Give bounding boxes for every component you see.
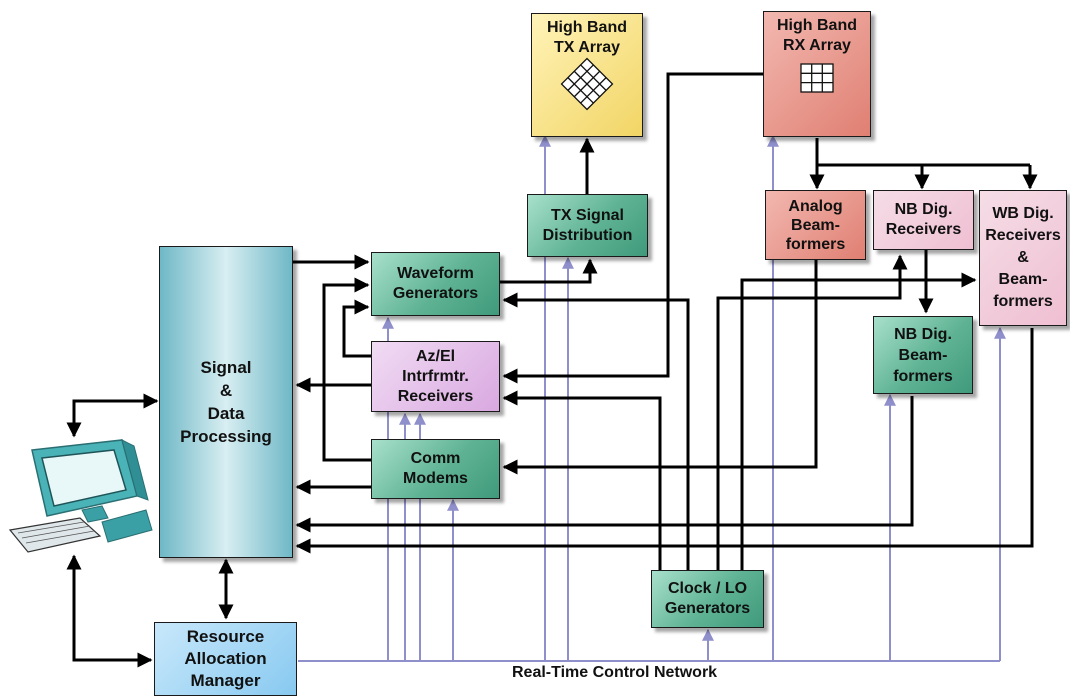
sdp-label-line4: Processing <box>180 427 272 446</box>
tx-dist-label-line1: TX Signal <box>551 206 624 224</box>
waveform-label-line1: Waveform <box>397 265 474 282</box>
nb-digital-receivers: NB Dig. Receivers <box>873 190 974 250</box>
tx-dist-label-line2: Distribution <box>542 226 633 244</box>
signal-lines <box>66 72 1038 668</box>
sdp-label-line2: & <box>219 381 233 400</box>
resource-allocation-manager: Resource Allocation Manager <box>154 622 297 696</box>
comm-modems: Comm Modems <box>371 439 500 499</box>
wb-label-line3: & <box>1017 249 1029 266</box>
real-time-control-network-label: Real-Time Control Network <box>512 664 718 681</box>
sdp-label-line1: Signal <box>200 358 252 377</box>
comm-label-line1: Comm <box>410 450 461 467</box>
analog-beamformers: Analog Beam- formers <box>765 190 866 260</box>
wb-label-line2: Receivers <box>985 227 1061 244</box>
rx-antenna-grid-icon <box>800 63 834 93</box>
tx-array-label-line1: High Band <box>547 19 627 36</box>
ram-label-line2: Allocation <box>184 649 267 668</box>
computer-workstation-icon <box>8 439 153 553</box>
analog-bf-label-line2: Beam- <box>791 216 840 234</box>
ram-label-line1: Resource <box>186 627 265 646</box>
clock-label-line1: Clock / LO <box>667 580 748 597</box>
nb-rcv-label-line2: Receivers <box>885 221 962 238</box>
tx-signal-distribution: TX Signal Distribution <box>527 194 648 257</box>
clock-lo-generators: Clock / LO Generators <box>651 570 764 628</box>
tx-antenna-grid-icon <box>560 57 614 111</box>
az-el-interferometer-receivers: Az/El Intrfrmtr. Receivers <box>371 341 500 412</box>
rx-array-label-line2: RX Array <box>783 37 851 54</box>
nb-bf-label-line1: NB Dig. <box>894 325 952 343</box>
azel-label-line2: Intrfrmtr. <box>402 367 469 385</box>
waveform-label-line2: Generators <box>392 285 479 302</box>
analog-bf-label-line3: formers <box>785 235 846 253</box>
nb-bf-label-line3: formers <box>893 367 953 385</box>
tx-array-label-line2: TX Array <box>553 39 621 56</box>
clock-label-line2: Generators <box>664 600 751 617</box>
ram-label-line3: Manager <box>190 671 261 690</box>
azel-label-line3: Receivers <box>397 387 474 405</box>
azel-label-line1: Az/El <box>415 347 456 365</box>
sdp-label-line3: Data <box>207 404 245 423</box>
nb-digital-beamformers: NB Dig. Beam- formers <box>873 316 973 394</box>
high-band-tx-array: High Band TX Array <box>531 13 643 137</box>
wb-label-line4: Beam- <box>998 271 1048 288</box>
analog-bf-label-line1: Analog <box>788 197 843 215</box>
nb-rcv-label-line1: NB Dig. <box>894 201 953 218</box>
nb-bf-label-line2: Beam- <box>898 346 948 364</box>
rx-array-label-line1: High Band <box>777 17 857 34</box>
wb-digital-receivers-beamformers: WB Dig. Receivers & Beam- formers <box>979 190 1067 326</box>
signal-data-processing: Signal & Data Processing <box>159 246 293 558</box>
wb-label-line1: WB Dig. <box>992 205 1054 222</box>
waveform-generators: Waveform Generators <box>371 252 500 316</box>
high-band-rx-array: High Band RX Array <box>763 11 871 137</box>
comm-label-line2: Modems <box>403 470 468 487</box>
wb-label-line5: formers <box>993 293 1053 310</box>
